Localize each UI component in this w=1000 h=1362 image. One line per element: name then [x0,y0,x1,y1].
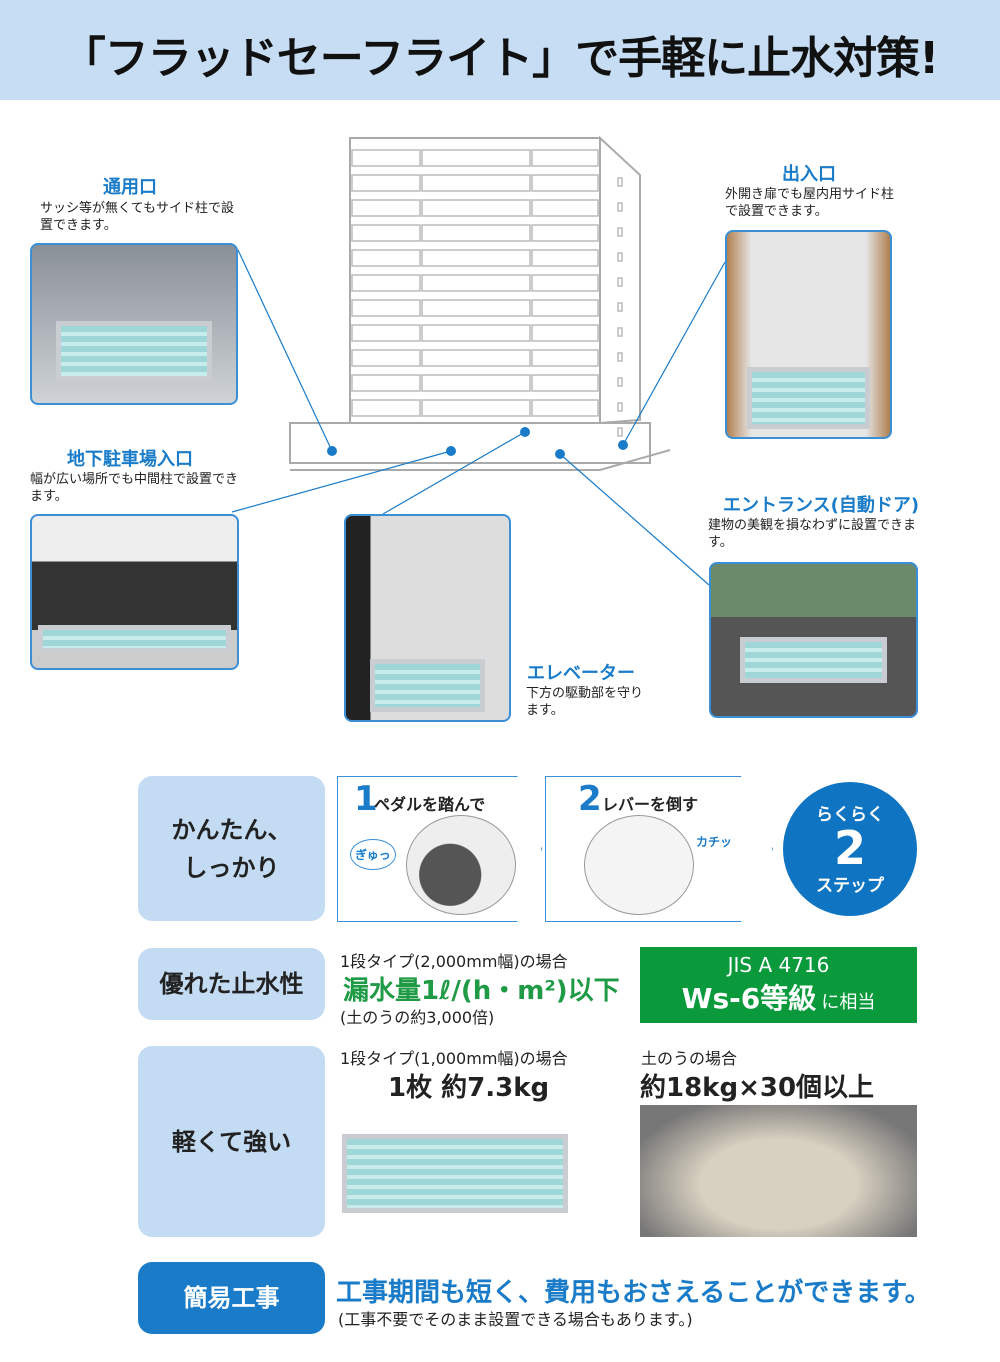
location-label: エントランス(自動ドア) [723,495,920,516]
location-desc: 下方の駆動部を守ります。 [526,686,644,718]
side-window [617,352,623,362]
side-window [617,302,623,312]
feature-watertight-label: 優れた止水性 [138,948,325,1020]
feature-light-label: 軽くて強い [138,1046,325,1237]
leak-rate-note: (土のうの約3,000倍) [340,1008,495,1027]
step-1: 1 ペダルを踏んで ぎゅっ [337,776,542,922]
balcony [351,349,421,367]
balcony [531,274,599,292]
panel-weight: 1枚 約7.3kg [388,1073,550,1103]
location-desc: 建物の美観を損なわずに設置できます。 [708,518,917,550]
photo-entrance [709,562,918,718]
side-window [617,227,623,237]
badge-top: らくらく [816,805,884,825]
pedal-illustration [406,815,516,915]
balcony [531,224,599,242]
balcony [421,299,531,317]
balcony [421,199,531,217]
side-window [617,202,623,212]
step-text: ペダルを踏んで [374,795,486,814]
location-label: 通用口 [103,177,157,198]
balcony [351,374,421,392]
balcony [531,174,599,192]
side-window [617,252,623,262]
sfx-burst: カチッ [696,835,733,849]
balcony [421,324,531,342]
lever-illustration [584,815,694,915]
sandbag-weight: 約18kg×30個以上 [640,1073,875,1103]
side-window [617,427,623,437]
building-illustration [231,135,726,586]
photo-side-entrance [30,243,238,405]
balcony [531,299,599,317]
location-desc: 外開き扉でも屋内用サイド柱で設置できます。 [725,187,895,219]
balcony [531,249,599,267]
side-window [617,177,623,187]
feature-easy-label: かんたん、しっかり [138,776,325,921]
sfx-bubble: ぎゅっ [350,839,396,870]
balcony [531,374,599,392]
balcony [351,149,421,167]
side-window [617,377,623,387]
jis-badge: JIS A 4716 Ws-6等級 に相当 [640,947,917,1023]
step-number: 2 [578,779,602,819]
sandbag-condition: 土のうの場合 [641,1049,738,1068]
balcony [351,274,421,292]
balcony [421,174,531,192]
condition-text: 1段タイプ(2,000mm幅)の場合 [340,952,568,971]
page-title: 「フラッドセーフライト」で手軽に止水対策! [61,33,939,84]
location-label: 地下駐車場入口 [67,449,193,470]
sandbag-photo [640,1105,917,1237]
step-number: 1 [354,779,378,819]
location-desc: サッシ等が無くてもサイド柱で設置できます。 [40,201,234,233]
photo-parking-entrance [30,514,239,670]
badge-number: 2 [833,821,866,875]
balcony [531,149,599,167]
location-label: 出入口 [782,164,836,185]
balcony [421,374,531,392]
balcony [531,349,599,367]
leak-rate-value: 漏水量1ℓ/(h・m²)以下 [343,976,620,1006]
header-band [0,0,1000,100]
side-window [617,277,623,287]
balcony [421,274,531,292]
side-window [617,327,623,337]
balcony [421,224,531,242]
location-markers [327,427,628,459]
jis-grade: Ws-6等級 [681,982,817,1015]
balcony [351,224,421,242]
balcony [351,199,421,217]
balcony [421,249,531,267]
install-headline: 工事期間も短く、費用もおさえることができます。 [336,1278,931,1308]
badge-bottom: ステップ [816,876,884,896]
balcony [531,199,599,217]
step-2: 2 レバーを倒す カチッ [545,776,773,922]
balcony [421,149,531,167]
balcony [351,249,421,267]
balcony [351,174,421,192]
location-desc: 幅が広い場所でも中間柱で設置できます。 [30,472,239,504]
jis-suffix: に相当 [821,992,876,1013]
balcony [421,399,531,417]
photo-elevator [344,514,511,722]
jis-standard: JIS A 4716 [727,953,830,977]
condition-text: 1段タイプ(1,000mm幅)の場合 [340,1049,568,1068]
feature-install-label: 簡易工事 [138,1262,325,1334]
step-text: レバーを倒す [602,795,699,814]
balcony [351,299,421,317]
balcony [421,349,531,367]
panel-photo [337,1118,573,1223]
location-label: エレベーター [527,663,635,684]
balcony [531,399,599,417]
balcony [351,399,421,417]
photo-doorway [725,230,892,439]
two-step-badge: らくらく 2 ステップ [783,782,917,916]
side-window [617,402,623,412]
balcony [351,324,421,342]
install-note: (工事不要でそのまま設置できる場合もあります。) [338,1310,693,1329]
balcony [531,324,599,342]
